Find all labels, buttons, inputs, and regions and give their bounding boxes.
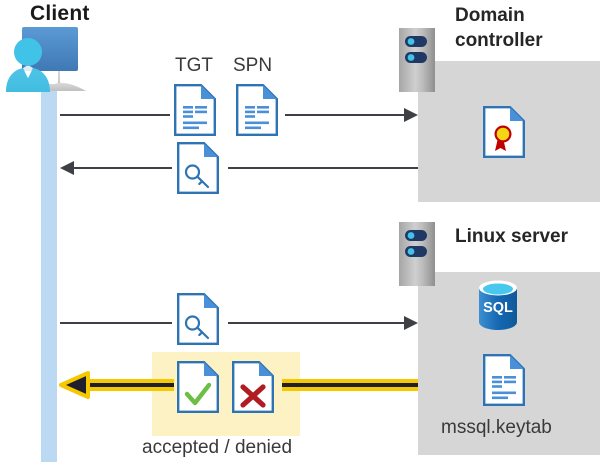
keytab-filename-label: mssql.keytab <box>441 417 552 438</box>
domain-controller-label-line1: Domain <box>455 5 525 26</box>
sql-database-icon: SQL <box>470 278 526 334</box>
domain-controller-label: Domain controller <box>455 3 543 53</box>
spn-document-icon <box>236 84 278 136</box>
svg-text:SQL: SQL <box>483 300 513 316</box>
accepted-denied-label: accepted / denied <box>142 437 293 458</box>
flow-ticket-line-right <box>228 167 418 169</box>
accepted-document-icon <box>177 361 219 413</box>
domain-controller-label-line2: controller <box>455 30 543 51</box>
linux-server-label: Linux server <box>455 226 568 247</box>
flow-tgt-spn-line-right <box>285 114 410 116</box>
keytab-document-icon <box>483 354 525 406</box>
certificate-document-icon <box>483 106 525 158</box>
service-ticket-key-document-icon <box>177 293 219 345</box>
auth-result-highlight <box>152 352 300 436</box>
flow-auth-result-arrowhead-icon <box>58 371 90 399</box>
flow-tgt-spn-arrowhead-icon <box>404 107 420 123</box>
client-label: Client <box>30 2 90 25</box>
flow-service-ticket-arrowhead-icon <box>404 315 420 331</box>
client-icon <box>4 25 100 95</box>
flow-ticket-arrowhead-icon <box>58 160 74 176</box>
server-rack-dc-icon <box>399 28 435 92</box>
flow-service-ticket-line-left <box>60 322 172 324</box>
flow-auth-result-core-left <box>86 383 174 387</box>
flow-ticket-line-left <box>72 167 172 169</box>
flow-tgt-spn-line-left <box>60 114 170 116</box>
ticket-key-document-icon <box>177 142 219 194</box>
tgt-label: TGT <box>175 55 213 76</box>
client-lifeline <box>41 84 57 462</box>
flow-service-ticket-line-right <box>228 322 410 324</box>
denied-document-icon <box>232 361 274 413</box>
server-rack-linux-icon <box>399 222 435 286</box>
flow-auth-result-core-right <box>282 383 418 387</box>
spn-label: SPN <box>233 55 273 76</box>
tgt-document-icon <box>174 84 216 136</box>
